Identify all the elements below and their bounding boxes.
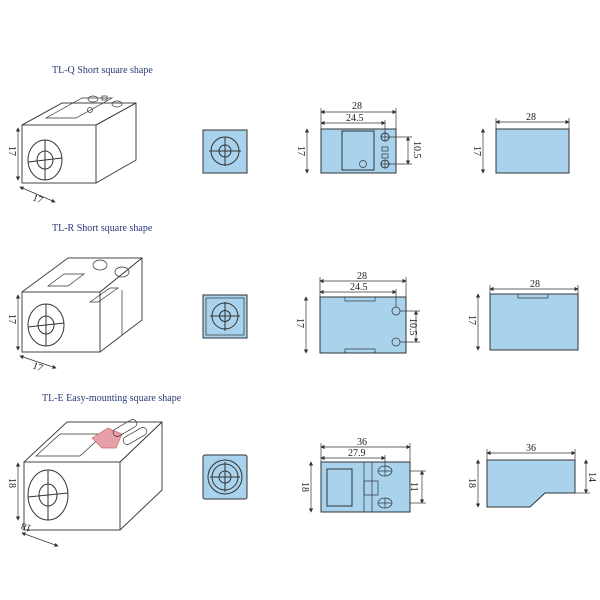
side-length-label: 28	[526, 112, 536, 123]
top-view: 28 24.5 17 10.5	[295, 101, 422, 174]
sensing-face-icon	[27, 139, 63, 181]
iso-width-label: 17	[31, 360, 44, 374]
top-view: 36 27.9 18 11	[299, 437, 426, 513]
isometric-view: 17 17	[6, 257, 143, 374]
hole-spacing-label: 10.5	[407, 318, 418, 336]
step-height-label: 14	[586, 472, 597, 482]
hole-spacing-label: 10.5	[411, 141, 422, 159]
section-tl-q: TL-Q Short square shape 17 17	[6, 65, 570, 206]
height-label: 17	[295, 146, 306, 156]
hole-spacing-label: 11	[408, 482, 419, 492]
isometric-view: 17 17	[6, 95, 137, 206]
top-view: 28 24.5 17 10.5	[294, 271, 420, 354]
hole-offset-label: 24.5	[346, 113, 364, 124]
section-title: TL-R Short square shape	[52, 223, 153, 234]
front-view	[202, 454, 248, 500]
hole-offset-label: 24.5	[350, 282, 368, 293]
section-tl-r: TL-R Short square shape 17 17	[6, 223, 579, 374]
height-label: 18	[299, 482, 310, 492]
iso-height-label: 18	[6, 478, 17, 488]
side-view: 36 18 14	[466, 443, 597, 508]
iso-height-label: 17	[6, 314, 17, 324]
height-label: 17	[294, 318, 305, 328]
hole-offset-label: 27.9	[348, 448, 366, 459]
length-label: 28	[352, 101, 362, 112]
section-title: TL-E Easy-mounting square shape	[42, 393, 182, 404]
sensing-face-icon	[27, 303, 65, 347]
section-title: TL-Q Short square shape	[52, 65, 153, 76]
mounting-tab-highlight	[91, 427, 123, 449]
front-view	[202, 294, 248, 339]
length-label: 36	[357, 437, 367, 448]
side-view: 28 17	[471, 112, 570, 174]
side-height-label: 17	[471, 146, 482, 156]
sensing-face-icon	[27, 469, 69, 521]
side-height-label: 18	[466, 478, 477, 488]
iso-width-label: 17	[31, 192, 44, 206]
isometric-view: 18 18	[6, 419, 163, 547]
section-tl-e: TL-E Easy-mounting square shape 18 18	[6, 393, 597, 547]
iso-height-label: 17	[6, 146, 17, 156]
side-length-label: 36	[526, 443, 536, 454]
iso-width-label: 18	[20, 520, 33, 534]
length-label: 28	[357, 271, 367, 282]
side-length-label: 28	[530, 279, 540, 290]
side-view: 28 17	[466, 279, 579, 351]
side-height-label: 17	[466, 315, 477, 325]
front-view	[202, 129, 248, 174]
